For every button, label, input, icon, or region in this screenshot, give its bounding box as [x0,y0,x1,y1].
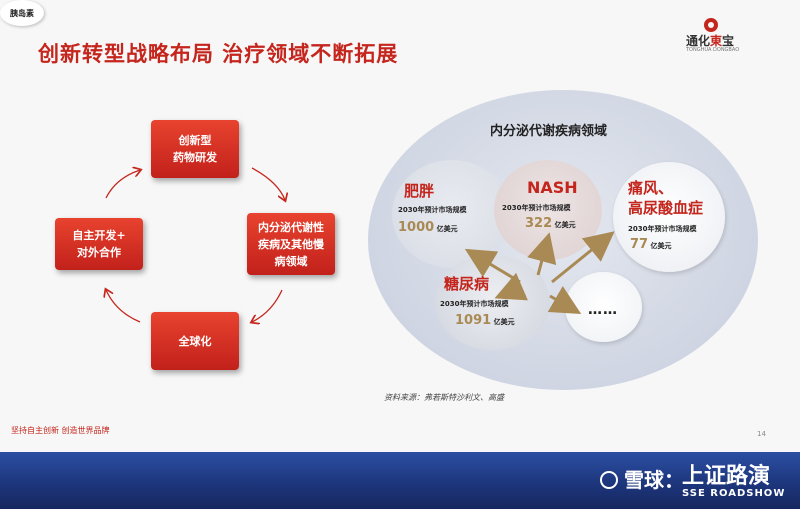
cycle-arrow-bottom-left [106,290,141,323]
disease-name-nash: NASH [527,178,578,197]
source-note: 资料来源：弗若斯特沙利文、高盛 [384,393,504,402]
disease-name-gout: 痛风、 高尿酸血症 [628,179,704,217]
insulin-node: 胰岛素 [0,0,44,26]
more-ellipsis: …… [588,302,618,318]
cycle-box-metabolic: 内分泌代谢性 疾病及其他慢 病领域 [247,213,335,275]
xueqiu-watermark: 雪球： [600,464,684,493]
slide-title: 创新转型战略布局 治疗领域不断拓展 [38,41,399,66]
footer-slogan: 坚持自主创新 创造世界品牌 [11,426,110,435]
logo-mark-icon [704,18,718,32]
bubble-gout [613,162,725,272]
cycle-box-global: 全球化 [151,312,239,370]
market-label-gout: 2030年预计市场规模 [628,225,697,233]
logo-subtitle: TONGHUA DONGBAO [686,47,740,53]
market-value-obesity: 1000 亿美元 [398,220,458,235]
market-value-nash: 322 亿美元 [525,216,576,231]
cycle-box-cooperation: 自主开发+ 对外合作 [55,218,143,270]
logo-name: 通化東宝 [686,34,735,48]
market-value-gout: 77 亿美元 [630,237,672,252]
bottom-band [0,452,800,509]
panel-title: 内分泌代谢疾病领域 [490,124,608,139]
cycle-arrow-top-right [251,167,285,200]
market-value-diabetes: 1091 亿美元 [455,313,515,328]
cycle-arrow-bottom-right [252,289,283,322]
cycle-box-rnd: 创新型 药物研发 [151,120,239,178]
market-label-diabetes: 2030年预计市场规模 [440,300,509,308]
disease-name-diabetes: 糖尿病 [444,275,490,293]
company-logo: 通化東宝 TONGHUA DONGBAO [676,18,776,56]
sse-roadshow-en: SSE ROADSHOW [682,488,786,499]
cycle-arrow-top-left [105,170,140,199]
market-label-obesity: 2030年预计市场规模 [398,206,467,214]
xueqiu-icon [600,471,618,489]
slide: 创新转型战略布局 治疗领域不断拓展 通化東宝 TONGHUA DONGBAO 创… [0,0,800,452]
market-label-nash: 2030年预计市场规模 [502,204,571,212]
disease-name-obesity: 肥胖 [404,182,435,200]
sse-roadshow-title: 上证路演 [682,464,771,489]
page-number: 14 [757,430,766,438]
